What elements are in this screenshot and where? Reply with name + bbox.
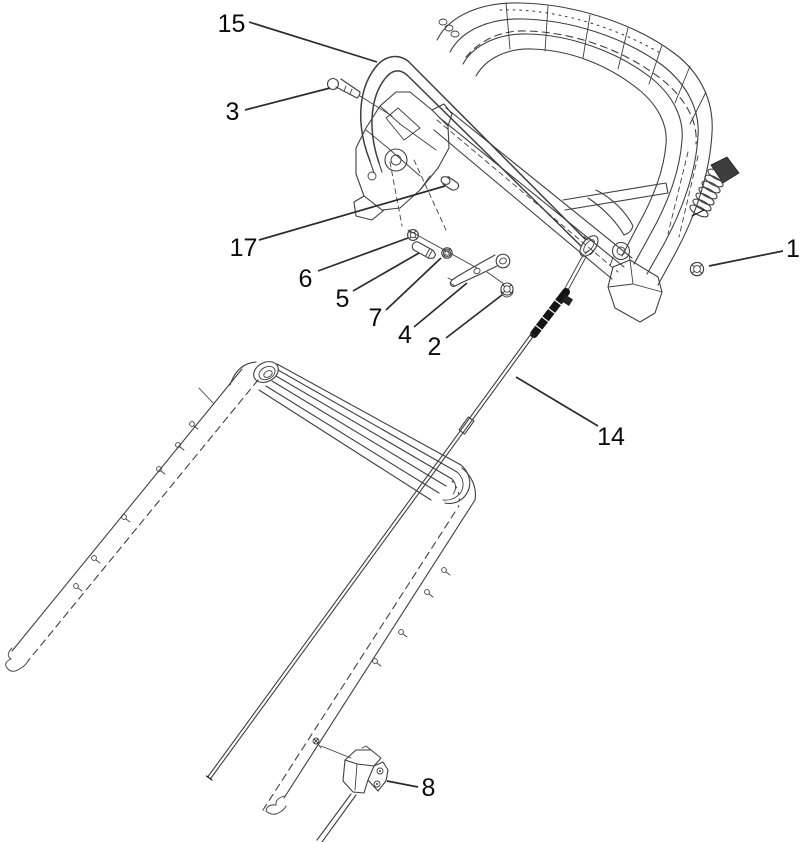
spring-nut-7 <box>441 247 453 259</box>
callout-4-label: 4 <box>398 321 412 349</box>
callout-2-leader <box>445 294 503 339</box>
callout-15-label: 15 <box>218 10 246 38</box>
callout-6-leader <box>317 237 409 272</box>
control-cable <box>205 235 599 781</box>
adjustment-lever-4 <box>447 253 511 287</box>
lower-handle <box>5 361 476 815</box>
callout-7-leader <box>385 257 442 311</box>
upper-handle-assembly <box>326 2 740 323</box>
cable-eyelet <box>579 235 599 257</box>
callout-4-leader <box>413 282 468 328</box>
callout-17-label: 17 <box>230 234 258 262</box>
callout-8-leader <box>386 780 419 788</box>
flange-nut-2 <box>500 282 514 298</box>
callout-7-label: 7 <box>369 304 383 332</box>
small-hardware <box>407 229 705 298</box>
clevis-pin-5 <box>411 241 437 259</box>
assembly-axis-lines <box>389 159 505 285</box>
callout-14-label: 14 <box>597 423 625 451</box>
upper-handle-loop <box>436 2 713 286</box>
right-side-linkage <box>562 151 699 238</box>
torsion-spring <box>689 156 740 218</box>
callout-1-leader <box>708 250 784 267</box>
top-bar-bundle <box>258 363 471 504</box>
flange-nut-1 <box>689 261 705 277</box>
switch-wire <box>316 793 357 842</box>
grip-end-detail <box>438 18 460 38</box>
callout-5-leader <box>352 252 420 292</box>
callout-3-label: 3 <box>226 98 240 126</box>
carriage-bolt <box>326 77 393 117</box>
callout-3-leader <box>244 87 331 111</box>
left-leg-rivets <box>73 421 199 592</box>
switch-mount-screw <box>312 737 322 749</box>
bushing <box>440 175 460 191</box>
flange-nut-6 <box>407 229 419 241</box>
right-mount-foot <box>607 241 663 323</box>
callout-6-label: 6 <box>299 265 313 293</box>
fitting-nub <box>562 295 573 306</box>
right-leg-rivets <box>372 567 451 667</box>
mounting-bracket-left <box>353 91 453 221</box>
callout-15-leader <box>248 21 378 63</box>
callouts: 15 3 17 6 5 7 4 2 1 14 8 <box>218 10 800 802</box>
callout-2-label: 2 <box>428 333 442 361</box>
corner-tube-end <box>253 361 279 383</box>
switch-body <box>342 745 389 794</box>
bail-lever-wire <box>359 55 586 247</box>
callout-14-leader <box>515 376 599 427</box>
callout-5-label: 5 <box>336 285 350 313</box>
callout-8-label: 8 <box>422 774 436 802</box>
interlock-switch <box>312 737 389 842</box>
callout-1-label: 1 <box>786 235 800 263</box>
callout-17-leader <box>258 185 446 241</box>
